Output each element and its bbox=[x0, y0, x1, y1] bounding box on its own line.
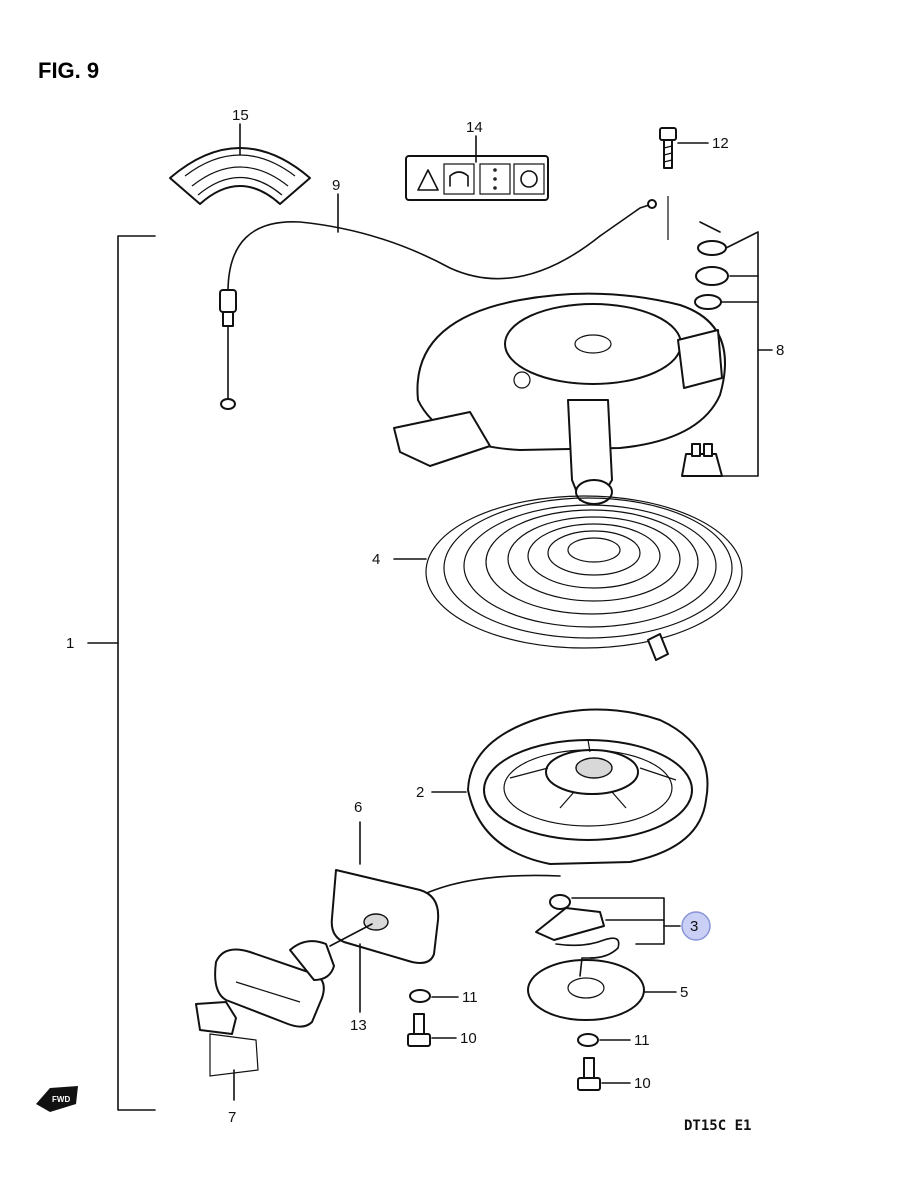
label-5: 5 bbox=[680, 984, 688, 1001]
starter-handle bbox=[214, 940, 335, 1028]
model-code: DT15C E1 bbox=[684, 1118, 751, 1134]
part-2-reel: 2 bbox=[416, 708, 709, 865]
warning-triangle-icon bbox=[417, 169, 439, 191]
ring-icon bbox=[520, 170, 538, 188]
part-11-washer-lower: 11 bbox=[577, 1032, 650, 1049]
figure-title: FIG. 9 bbox=[38, 58, 99, 83]
part-8-fittings: 8 bbox=[681, 221, 784, 477]
part-12-bolt: 12 bbox=[659, 127, 729, 240]
label-12: 12 bbox=[712, 135, 729, 152]
part-6-rope-guide: 6 bbox=[330, 799, 440, 964]
label-1: 1 bbox=[66, 635, 74, 652]
label-10-upper: 10 bbox=[460, 1030, 477, 1047]
fwd-marker-text: FWD bbox=[52, 1095, 70, 1104]
label-11-lower: 11 bbox=[634, 1032, 650, 1049]
label-4: 4 bbox=[372, 551, 380, 568]
label-2: 2 bbox=[416, 784, 424, 801]
part-3-pawl: 3 bbox=[535, 894, 711, 959]
assembly-bracket-1: 1 bbox=[66, 235, 156, 1111]
label-6: 6 bbox=[354, 799, 362, 816]
label-8: 8 bbox=[776, 342, 784, 359]
label-10-lower: 10 bbox=[634, 1075, 651, 1092]
part-15-decal: 15 bbox=[169, 107, 311, 205]
part-10-bolt-upper: 10 bbox=[407, 1013, 477, 1047]
highlight-circle-3[interactable] bbox=[681, 911, 711, 941]
manual-book-icon bbox=[449, 171, 469, 187]
label-9: 9 bbox=[332, 177, 340, 194]
fwd-arrow-icon: FWD bbox=[36, 1086, 78, 1112]
label-11-upper: 11 bbox=[462, 989, 478, 1006]
part-10-bolt-lower: 10 bbox=[577, 1057, 651, 1092]
label-14: 14 bbox=[466, 119, 483, 136]
part-11-washer-upper: 11 bbox=[409, 989, 478, 1006]
starter-rope bbox=[419, 874, 561, 897]
part-5-plate: 5 bbox=[527, 957, 688, 1021]
part-9-cable: 9 bbox=[219, 177, 657, 410]
part-7-insert: 7 bbox=[195, 1001, 259, 1126]
label-13: 13 bbox=[350, 1017, 367, 1034]
label-15: 15 bbox=[232, 107, 249, 124]
starter-housing bbox=[393, 292, 726, 505]
label-7: 7 bbox=[228, 1109, 236, 1126]
part-4-spring: 4 bbox=[372, 495, 743, 661]
part-13-rope: 13 bbox=[329, 923, 373, 1034]
label-3: 3 bbox=[690, 918, 698, 935]
part-14-label: 14 bbox=[405, 119, 549, 201]
